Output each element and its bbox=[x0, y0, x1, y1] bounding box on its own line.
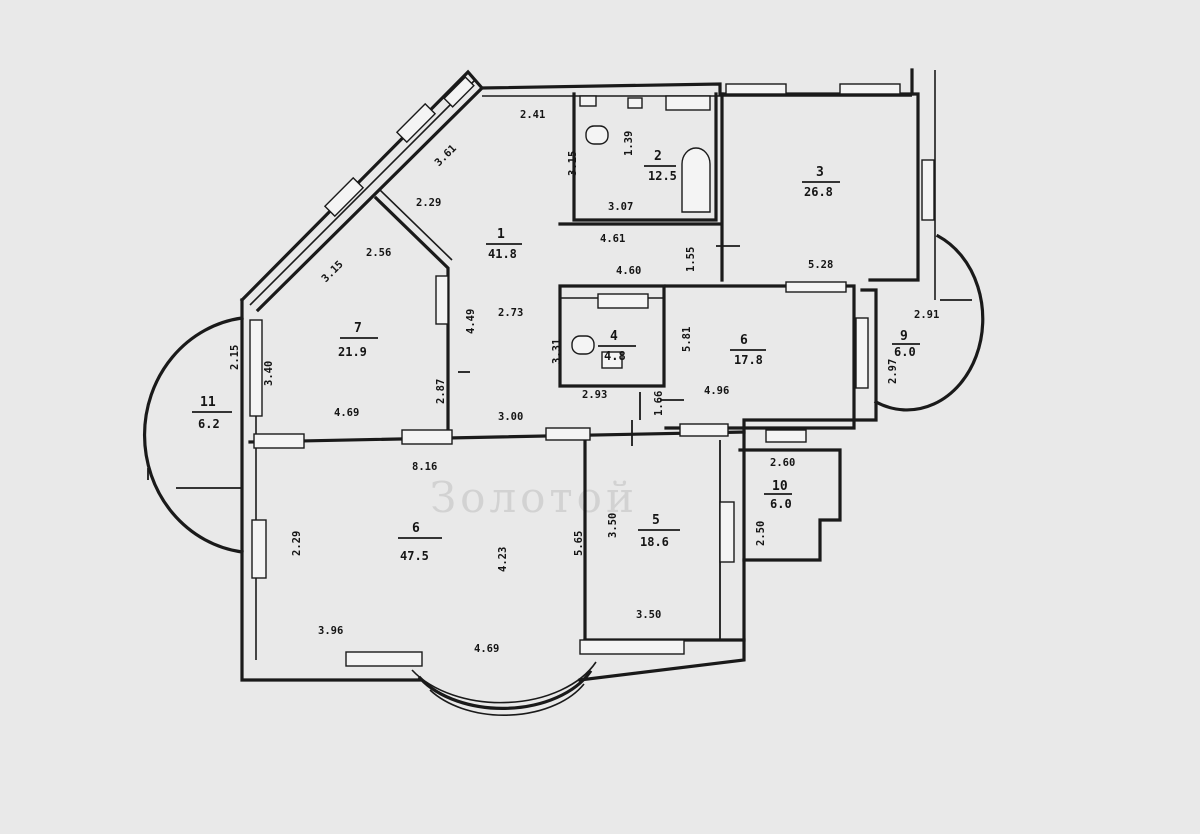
plan-text: 5.28 bbox=[808, 259, 833, 271]
plan-text: 2.29 bbox=[291, 531, 303, 556]
left-bay-arc bbox=[142, 316, 244, 554]
room-11-label: 11 6.2 bbox=[192, 395, 232, 431]
plan-text: 5 bbox=[652, 513, 660, 528]
plan-text: 18.6 bbox=[640, 535, 669, 549]
plan-text: 1.39 bbox=[623, 131, 635, 156]
room-5-label: 5 18.6 bbox=[638, 513, 680, 549]
plan-text: 5.65 bbox=[573, 531, 585, 556]
room-7-label: 7 21.9 bbox=[338, 321, 378, 359]
plan-text: 2.91 bbox=[914, 309, 939, 321]
outer-walls bbox=[239, 68, 936, 682]
plan-text: 3.50 bbox=[636, 609, 661, 621]
room-2-label: 2 12.5 bbox=[644, 149, 677, 183]
plan-text: 10 bbox=[772, 479, 788, 494]
plan-text: 4.96 bbox=[704, 385, 729, 397]
plan-text: 6.0 bbox=[770, 497, 792, 511]
plan-text: 3.15 bbox=[319, 258, 345, 284]
room-1-label: 1 41.8 bbox=[486, 227, 522, 261]
room-6-label: 6 47.5 bbox=[398, 521, 442, 563]
plan-text: 11 bbox=[200, 395, 216, 410]
sanitary-fixtures bbox=[571, 95, 711, 369]
plan-text: 21.9 bbox=[338, 345, 367, 359]
right-wall-upper bbox=[868, 68, 920, 282]
plan-text: 6 bbox=[740, 333, 748, 348]
plan-text: 2 bbox=[654, 149, 662, 164]
plan-text: 2.73 bbox=[498, 307, 523, 319]
plan-text: 2.15 bbox=[229, 345, 241, 370]
plan-text: 9 bbox=[900, 329, 908, 344]
balcony-10-wall bbox=[738, 448, 842, 562]
plan-text: 2.87 bbox=[435, 379, 447, 404]
plan-text: 8.16 bbox=[412, 461, 437, 473]
plan-text: 3 bbox=[816, 165, 824, 180]
toilet-icon-2 bbox=[571, 335, 595, 355]
plan-text: 2.41 bbox=[520, 109, 545, 121]
plan-text: 2.56 bbox=[366, 247, 391, 259]
plan-text: 2.60 bbox=[770, 457, 795, 469]
plan-text: 2.97 bbox=[887, 359, 899, 384]
plan-text: 4 bbox=[610, 329, 618, 344]
plan-text: 3.96 bbox=[318, 625, 343, 637]
watermark: Золотой bbox=[430, 473, 638, 522]
plan-text: 1 bbox=[497, 227, 505, 242]
plan-text: 3.07 bbox=[608, 201, 633, 213]
wall-room7-room1 bbox=[373, 195, 450, 440]
diagonal-wall bbox=[239, 69, 485, 313]
plan-text: 3.40 bbox=[263, 361, 275, 386]
plan-text: 4.8 bbox=[604, 349, 626, 363]
curved-bays bbox=[142, 233, 985, 716]
plan-text: 6 bbox=[412, 521, 420, 536]
top-wall bbox=[480, 82, 914, 96]
room-8-label: 6 17.8 bbox=[730, 333, 766, 367]
internal-walls bbox=[248, 92, 856, 642]
plan-text: 7 bbox=[354, 321, 362, 336]
plan-text: 3.61 bbox=[433, 142, 459, 168]
dimension-ticks bbox=[147, 245, 740, 480]
plan-text: 4.61 bbox=[600, 233, 625, 245]
wall-middle-horizontal bbox=[248, 430, 746, 444]
room-3-label: 3 26.8 bbox=[802, 165, 840, 199]
plan-text: 47.5 bbox=[400, 549, 429, 563]
windows bbox=[249, 76, 935, 667]
plan-text: 5.81 bbox=[681, 327, 693, 352]
toilet-icon bbox=[585, 125, 609, 145]
plan-text: 1.55 bbox=[685, 247, 697, 272]
plan-text: 2.29 bbox=[416, 197, 441, 209]
sink-icon bbox=[627, 97, 643, 109]
plan-text: 6.2 bbox=[198, 417, 220, 431]
bathtub-icon bbox=[681, 147, 711, 213]
plan-text: 4.49 bbox=[465, 309, 477, 334]
plan-text: 1.66 bbox=[653, 391, 665, 416]
plan-text: 2.93 bbox=[582, 389, 607, 401]
plan-text: 4.69 bbox=[334, 407, 359, 419]
right-bay-arc bbox=[873, 233, 985, 412]
wall-room2 bbox=[572, 92, 718, 222]
plan-text: 17.8 bbox=[734, 353, 763, 367]
plan-text: 2.50 bbox=[755, 521, 767, 546]
room-9-label: 9 6.0 bbox=[892, 329, 920, 359]
plan-text: 4.60 bbox=[616, 265, 641, 277]
bottom-bay-arc bbox=[417, 669, 593, 710]
plan-text: 3.00 bbox=[498, 411, 523, 423]
wall-room4 bbox=[558, 284, 666, 388]
plan-text: 4.23 bbox=[497, 547, 509, 572]
left-wall bbox=[240, 298, 422, 682]
wall-room8 bbox=[664, 284, 856, 430]
room-10-label: 10 6.0 bbox=[764, 479, 792, 511]
plan-text: 3.50 bbox=[607, 513, 619, 538]
plan-text: 26.8 bbox=[804, 185, 833, 199]
right-wall-lower bbox=[578, 288, 878, 682]
plan-text: 4.69 bbox=[474, 643, 499, 655]
plan-text: 41.8 bbox=[488, 247, 517, 261]
plan-text: 3.31 bbox=[551, 339, 563, 364]
plan-text: 3.15 bbox=[567, 151, 579, 176]
plan-text: 6.0 bbox=[894, 345, 916, 359]
room-4-label: 4 4.8 bbox=[598, 329, 636, 363]
dimension-labels: 2.41 3.61 2.29 3.15 1.39 3.07 4.61 4.60 … bbox=[229, 109, 939, 655]
plan-text: 12.5 bbox=[648, 169, 677, 183]
room-labels: 1 41.8 2 12.5 3 26.8 4 4.8 5 18.6 6 47.5 bbox=[192, 149, 920, 563]
